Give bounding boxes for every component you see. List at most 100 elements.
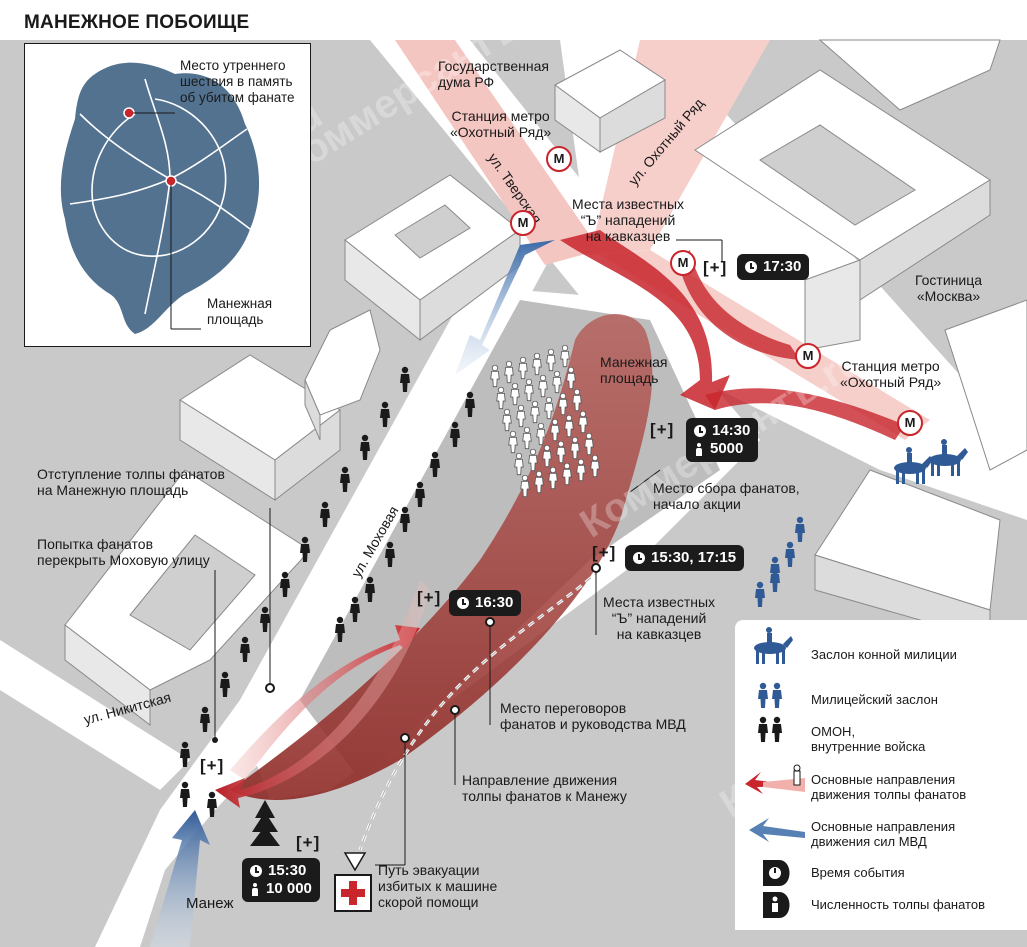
ambulance-icon bbox=[334, 874, 372, 912]
badge-time: 15:30, 17:15 bbox=[651, 549, 737, 566]
event-marker: [+] bbox=[200, 756, 225, 775]
figure bbox=[544, 396, 554, 420]
figure bbox=[510, 382, 520, 406]
horse-figure bbox=[894, 447, 933, 484]
mvd-arrow-down bbox=[455, 240, 555, 375]
legend-police: Милицейский заслон bbox=[811, 692, 938, 707]
manezh-label: Манеж bbox=[186, 895, 234, 912]
badge-time: 14:30 bbox=[712, 422, 751, 439]
figure bbox=[335, 616, 345, 642]
person-icon bbox=[694, 442, 704, 456]
figure bbox=[546, 348, 556, 372]
omon-icon bbox=[758, 716, 782, 742]
figure bbox=[260, 606, 270, 632]
block-attempt-label: Попытка фанатов перекрыть Моховую улицу bbox=[37, 536, 210, 568]
figure bbox=[590, 454, 600, 478]
figure bbox=[465, 391, 475, 417]
figure bbox=[365, 576, 375, 602]
metro-icon: М bbox=[795, 343, 821, 369]
evacuation-path-outline bbox=[359, 569, 601, 851]
person-icon bbox=[250, 882, 260, 896]
figure bbox=[584, 432, 594, 456]
gathering-label: Место сбора фанатов, начало акции bbox=[653, 480, 800, 512]
time-icon bbox=[763, 860, 790, 886]
figure bbox=[360, 434, 370, 460]
figure bbox=[564, 414, 574, 438]
metro-icon: М bbox=[546, 146, 572, 172]
figure bbox=[530, 400, 540, 424]
moscow-outline bbox=[60, 62, 260, 335]
figure bbox=[558, 392, 568, 416]
duma-label: Государственная дума РФ bbox=[438, 58, 550, 90]
figure bbox=[556, 440, 566, 464]
clock-icon bbox=[694, 425, 706, 437]
hotel-label: Гостиница «Москва» bbox=[915, 272, 983, 304]
clock-icon bbox=[457, 597, 469, 609]
mounted-police-figures bbox=[894, 439, 968, 484]
figure bbox=[508, 430, 518, 454]
figure bbox=[758, 682, 768, 708]
legend-omon: ОМОН, внутренние войска bbox=[811, 724, 926, 754]
inset-morning-label: Место утреннего шествия в память об убит… bbox=[180, 58, 295, 105]
legend-fans-direction: Основные направления движения толпы фана… bbox=[811, 772, 967, 802]
page-title: МАНЕЖНОЕ ПОБОИЩЕ bbox=[24, 12, 250, 33]
figure bbox=[415, 481, 425, 507]
figure bbox=[772, 716, 782, 742]
figure bbox=[200, 706, 210, 732]
figure bbox=[207, 791, 217, 817]
figure bbox=[518, 356, 528, 380]
figure bbox=[578, 410, 588, 434]
figure bbox=[320, 501, 330, 527]
figure bbox=[560, 344, 570, 368]
figure bbox=[380, 401, 390, 427]
figure bbox=[795, 516, 805, 542]
inset-map: Место утреннего шествия в память об убит… bbox=[24, 43, 311, 347]
figure bbox=[385, 541, 395, 567]
figure bbox=[536, 422, 546, 446]
figure bbox=[572, 388, 582, 412]
time-count-badge: 14:30 5000 bbox=[686, 418, 759, 462]
badge-time: 15:30 bbox=[268, 862, 307, 879]
mvd-direction-icon bbox=[749, 818, 805, 842]
time-badge: 16:30 bbox=[449, 590, 522, 616]
figure bbox=[496, 386, 506, 410]
figure bbox=[504, 360, 514, 384]
figure bbox=[350, 596, 360, 622]
figure bbox=[430, 451, 440, 477]
figure bbox=[240, 636, 250, 662]
figure bbox=[490, 364, 500, 388]
legend-time: Время события bbox=[811, 865, 905, 880]
figure bbox=[562, 462, 572, 486]
mvd-arrow-up bbox=[150, 810, 210, 947]
legend-crowd: Численность толпы фанатов bbox=[811, 897, 985, 912]
figure bbox=[532, 352, 542, 376]
buildings bbox=[64, 39, 1027, 727]
figure bbox=[180, 741, 190, 767]
event-marker: [+] bbox=[703, 258, 728, 277]
figure bbox=[772, 682, 782, 708]
clock-icon bbox=[633, 552, 645, 564]
event-marker: [+] bbox=[592, 543, 617, 562]
figure bbox=[576, 458, 586, 482]
metro-okhotny-top-label: Станция метро «Охотный Ряд» bbox=[450, 108, 552, 140]
negotiations-label: Место переговоров фанатов и руководства … bbox=[500, 700, 686, 732]
event-marker: [+] bbox=[417, 588, 442, 607]
time-badge: 17:30 bbox=[737, 254, 810, 280]
figure bbox=[552, 370, 562, 394]
figure bbox=[548, 466, 558, 490]
figure bbox=[538, 374, 548, 398]
crowd-direction-plume bbox=[230, 313, 653, 800]
figure bbox=[400, 506, 410, 532]
figure bbox=[400, 366, 410, 392]
clock-icon bbox=[745, 261, 757, 273]
event-marker: [+] bbox=[650, 420, 675, 439]
tree-icon bbox=[250, 800, 280, 846]
badge-time: 16:30 bbox=[475, 594, 514, 611]
mounted-police-icon bbox=[754, 627, 793, 664]
clock-icon bbox=[250, 865, 262, 877]
figure bbox=[542, 444, 552, 468]
crowd-icon bbox=[763, 892, 790, 918]
legend-mounted: Заслон конной милиции bbox=[811, 647, 957, 662]
fans-arrow-to-nikitskaya bbox=[215, 580, 430, 808]
